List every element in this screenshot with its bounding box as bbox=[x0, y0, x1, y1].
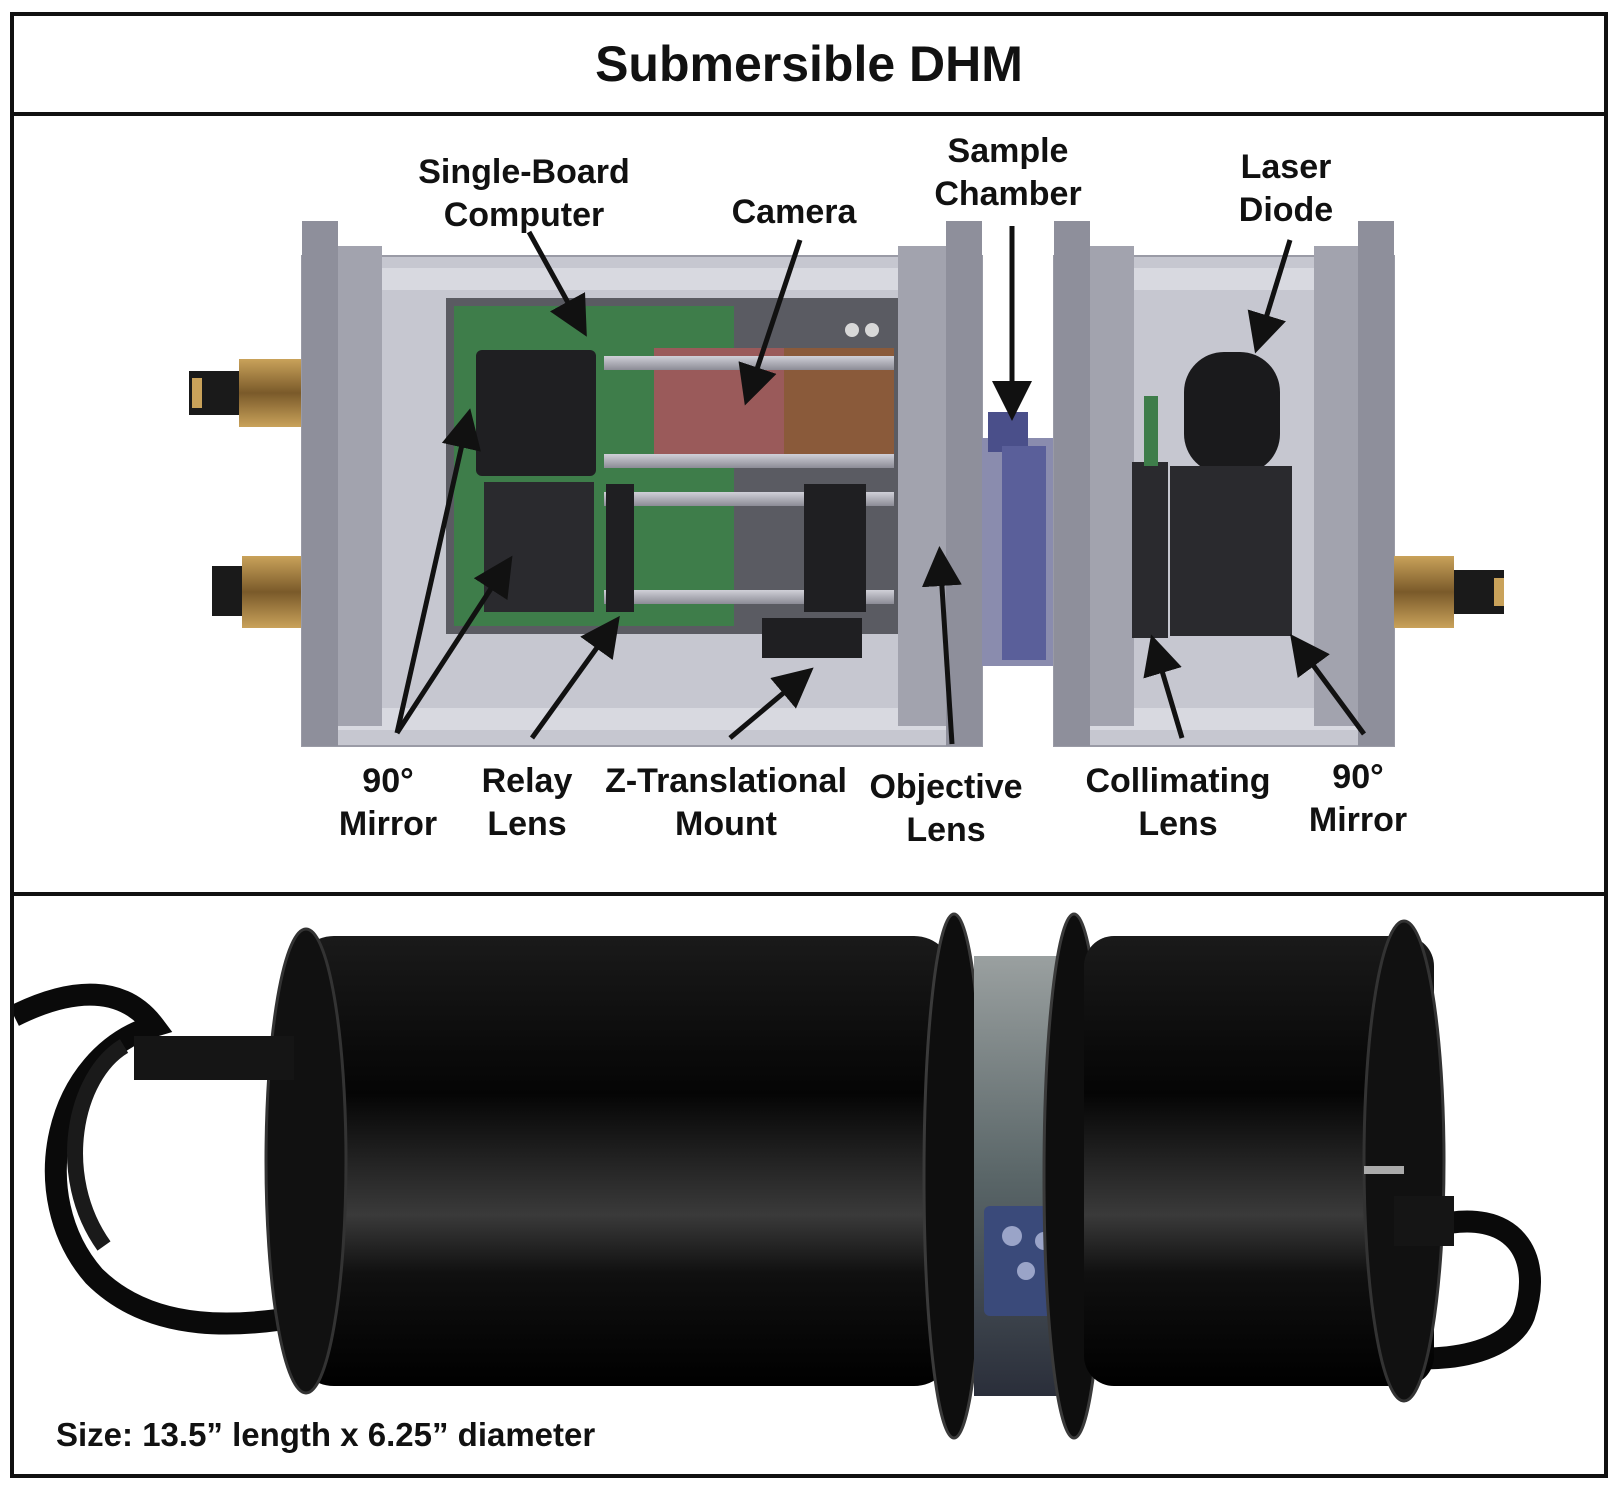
left-cylinder bbox=[294, 936, 954, 1386]
left-connector-top bbox=[189, 359, 301, 427]
label-laser-diode: Laser Diode bbox=[1239, 146, 1333, 232]
label-mirror-right: 90° Mirror bbox=[1309, 756, 1407, 842]
device-photo bbox=[14, 896, 1604, 1474]
label-z-translational-mount: Z-Translational Mount bbox=[605, 760, 847, 846]
cad-diagram-panel: Single-Board Computer Camera Sample Cham… bbox=[14, 116, 1604, 896]
label-relay-lens: Relay Lens bbox=[482, 760, 573, 846]
sample-chamber bbox=[982, 412, 1054, 666]
figure-title: Submersible DHM bbox=[595, 35, 1023, 93]
device-photo-panel: Size: 13.5” length x 6.25” diameter bbox=[14, 896, 1604, 1474]
title-bar: Submersible DHM bbox=[14, 16, 1604, 116]
label-collimating-lens: Collimating Lens bbox=[1085, 760, 1270, 846]
right-connector bbox=[1394, 556, 1504, 628]
figure-frame: Submersible DHM bbox=[10, 12, 1608, 1478]
board-assembly bbox=[446, 298, 898, 658]
label-camera: Camera bbox=[732, 191, 857, 234]
label-sample-chamber: Sample Chamber bbox=[934, 130, 1081, 216]
label-single-board-computer: Single-Board Computer bbox=[418, 151, 630, 237]
left-connector-bottom bbox=[212, 556, 302, 628]
label-objective-lens: Objective Lens bbox=[869, 766, 1022, 852]
label-mirror-left: 90° Mirror bbox=[339, 760, 437, 846]
size-caption: Size: 13.5” length x 6.25” diameter bbox=[56, 1416, 595, 1454]
right-housing bbox=[1054, 221, 1394, 746]
